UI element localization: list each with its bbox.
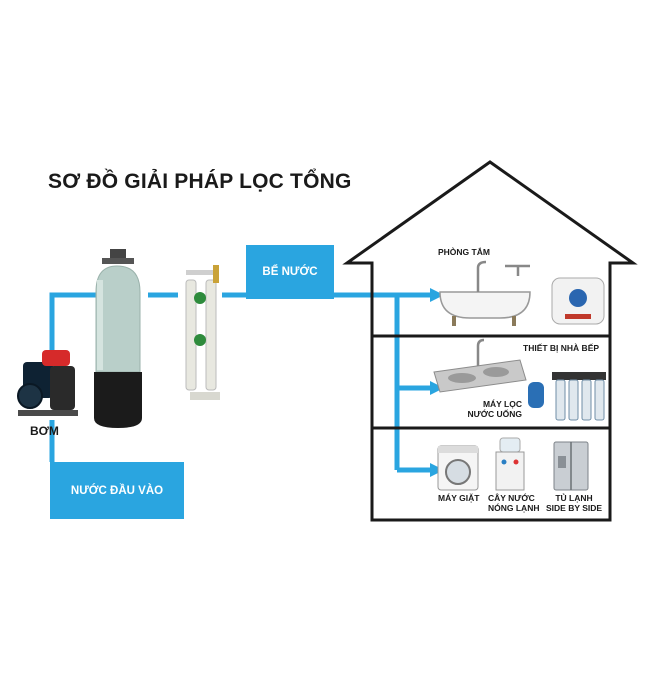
inlet-label: NƯỚC ĐẦU VÀO [70, 484, 164, 497]
faucet-icon [476, 260, 530, 292]
arrow-appliances [430, 463, 444, 477]
sink-icon [433, 338, 527, 393]
ro-purifier-icon [528, 372, 606, 421]
pipe-pump-to-filter [49, 292, 100, 368]
bathroom-label: PHÒNG TẮM [438, 247, 490, 257]
bathtub-icon [439, 291, 531, 326]
filter-valve-icon [185, 265, 220, 400]
water-heater-icon [551, 277, 605, 325]
fridge-label-line1: TỦ LẠNH [555, 493, 593, 503]
pump-label: BƠM [30, 424, 59, 438]
purifier-label: MÁY LỌC NƯỚC UỐNG [462, 399, 522, 420]
fridge-label-line2: SIDE BY SIDE [546, 502, 603, 513]
purifier-label-line1: MÁY LỌC [482, 399, 522, 409]
dispenser-label: CÂY NƯỚC NÓNG LẠNH [488, 493, 540, 514]
tank-label: BỂ NƯỚC [262, 266, 318, 278]
dispenser-label-line2: NÓNG LẠNH [488, 502, 540, 513]
filter-tank-icon [94, 249, 142, 428]
washer-label: MÁY GIẶT [438, 493, 480, 503]
inlet-box: NƯỚC ĐẦU VÀO [50, 462, 184, 519]
fridge-icon [553, 441, 589, 491]
washing-machine-icon [437, 445, 479, 491]
water-dispenser-icon [495, 437, 525, 491]
pipe-arrows [430, 288, 444, 477]
fridge-label: TỦ LẠNH SIDE BY SIDE [546, 493, 603, 514]
arrow-bathroom [430, 288, 444, 302]
tank-box: BỂ NƯỚC [246, 245, 334, 299]
diagram-title: SƠ ĐỒ GIẢI PHÁP LỌC TỔNG [48, 170, 352, 193]
purifier-label-line2: NƯỚC UỐNG [467, 408, 522, 419]
arrow-kitchen [430, 381, 444, 395]
kitchen-label: THIẾT BỊ NHÀ BẾP [523, 343, 600, 353]
pump-icon [17, 350, 78, 416]
house-outline [342, 160, 638, 522]
dispenser-label-line1: CÂY NƯỚC [488, 493, 535, 503]
